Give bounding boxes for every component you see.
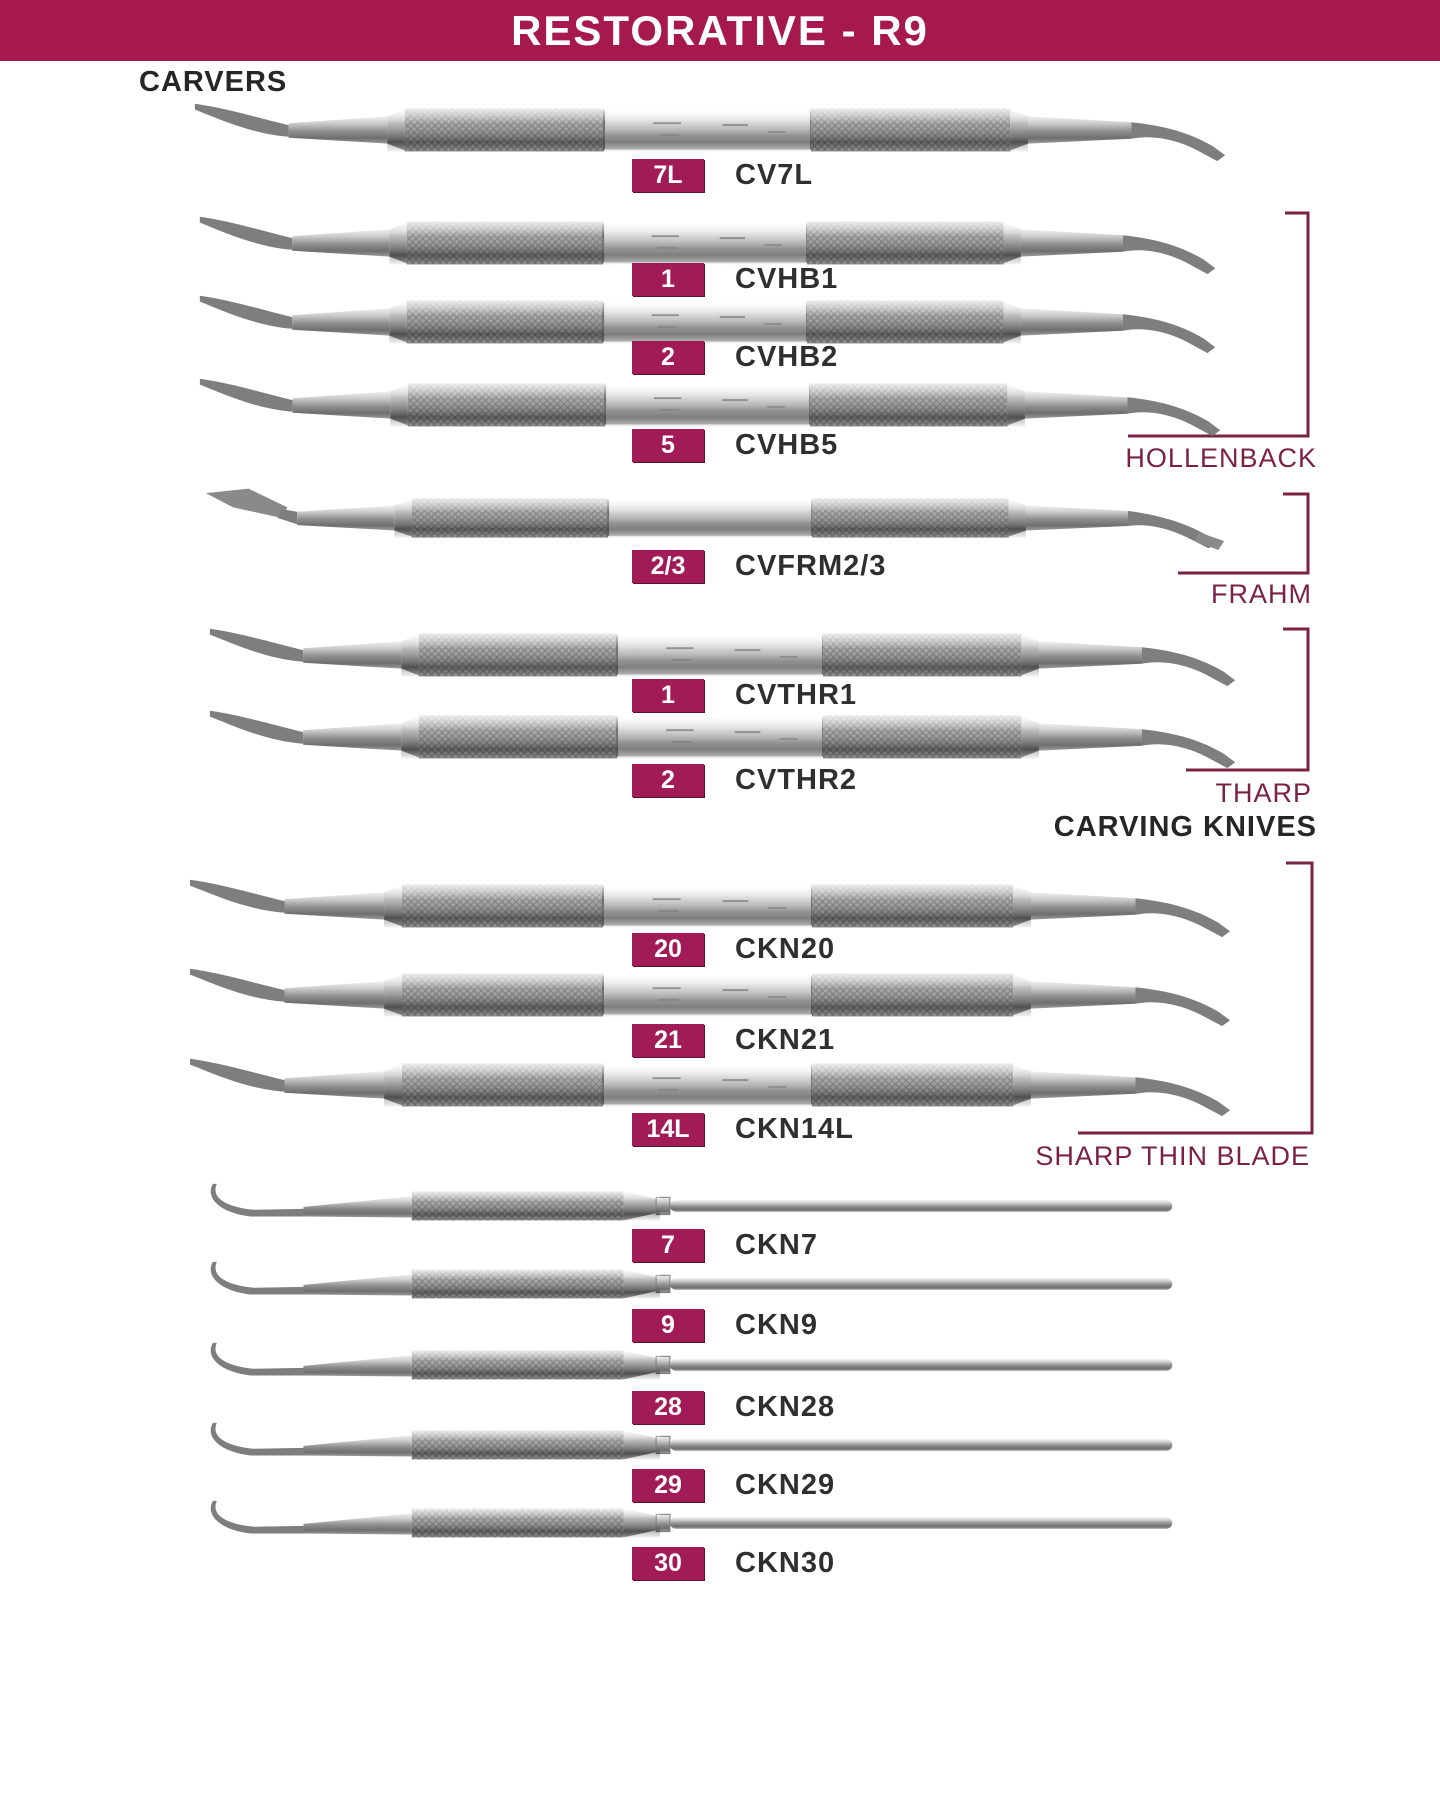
catalog-number-badge: 2/3 [632,549,704,583]
catalog-number-badge: 20 [632,932,704,966]
item-label-ckn21: 21 CKN21 [632,1023,835,1057]
product-code: CKN20 [735,932,836,965]
product-code: CVHB2 [735,340,839,373]
product-code: CVTHR2 [735,763,858,796]
product-code: CKN7 [735,1228,818,1261]
product-code: CKN14L [735,1112,854,1145]
page-title: RESTORATIVE - R9 [511,6,929,54]
catalog-number-badge: 2 [632,763,704,797]
instrument-image-ckn14l [185,1050,1240,1120]
item-label-ckn28: 28 CKN28 [632,1390,835,1424]
group-label-sharp-thin-blade: SHARP THIN BLADE [1035,1141,1310,1171]
item-label-cvthr2: 2 CVTHR2 [632,763,857,797]
product-code: CKN9 [735,1308,818,1341]
product-code: CVHB1 [735,262,839,295]
product-code: CKN28 [735,1390,836,1423]
catalog-number-badge: 5 [632,428,704,462]
instrument-image-ckn21 [185,960,1240,1030]
item-label-ckn7: 7 CKN7 [632,1228,818,1262]
product-code: CVFRM2/3 [735,549,887,582]
product-code: CKN30 [735,1546,836,1579]
section-heading-carvers: CARVERS [139,66,288,98]
item-label-ckn30: 30 CKN30 [632,1546,835,1580]
product-code: CV7L [735,158,814,191]
group-label-frahm: FRAHM [1211,579,1312,609]
instrument-image-ckn7 [205,1180,1190,1230]
item-label-cvhb1: 1 CVHB1 [632,262,838,296]
section-heading-carving-knives: CARVING KNIVES [1053,811,1317,843]
item-label-ckn29: 29 CKN29 [632,1468,835,1502]
item-label-cvhb5: 5 CVHB5 [632,428,838,462]
catalog-number-badge: 2 [632,340,704,374]
item-label-cvthr1: 1 CVTHR1 [632,678,857,712]
instrument-image-ckn20 [185,871,1240,941]
instrument-image-ckn9 [205,1258,1190,1308]
catalog-number-badge: 29 [632,1468,704,1502]
catalog-number-badge: 1 [632,678,704,712]
instrument-image-ckn29 [205,1419,1190,1469]
product-code: CVHB5 [735,428,839,461]
catalog-number-badge: 14L [632,1112,704,1146]
catalog-number-badge: 21 [632,1023,704,1057]
instrument-image-cv7l [190,95,1235,165]
group-label-hollenback: HOLLENBACK [1125,443,1317,473]
product-code: CKN21 [735,1023,836,1056]
catalog-number-badge: 7L [632,158,704,192]
item-label-cv7l: 7L CV7L [632,158,813,192]
catalog-number-badge: 28 [632,1390,704,1424]
product-code: CVTHR1 [735,678,858,711]
instrument-image-cvthr2 [205,702,1245,772]
item-label-ckn9: 9 CKN9 [632,1308,818,1342]
item-label-cvhb2: 2 CVHB2 [632,340,838,374]
instrument-image-ckn28 [205,1339,1190,1389]
catalog-number-badge: 9 [632,1308,704,1342]
page-header-bar: RESTORATIVE - R9 [0,0,1440,61]
catalog-number-badge: 30 [632,1546,704,1580]
item-label-ckn14l: 14L CKN14L [632,1112,854,1146]
product-code: CKN29 [735,1468,836,1501]
instrument-image-ckn30 [205,1497,1190,1547]
item-label-cvfrm23: 2/3 CVFRM2/3 [632,549,886,583]
instrument-image-cvfrm23 [200,486,1230,550]
catalog-number-badge: 7 [632,1228,704,1262]
item-label-ckn20: 20 CKN20 [632,932,835,966]
group-label-tharp: THARP [1215,778,1312,808]
catalog-number-badge: 1 [632,262,704,296]
